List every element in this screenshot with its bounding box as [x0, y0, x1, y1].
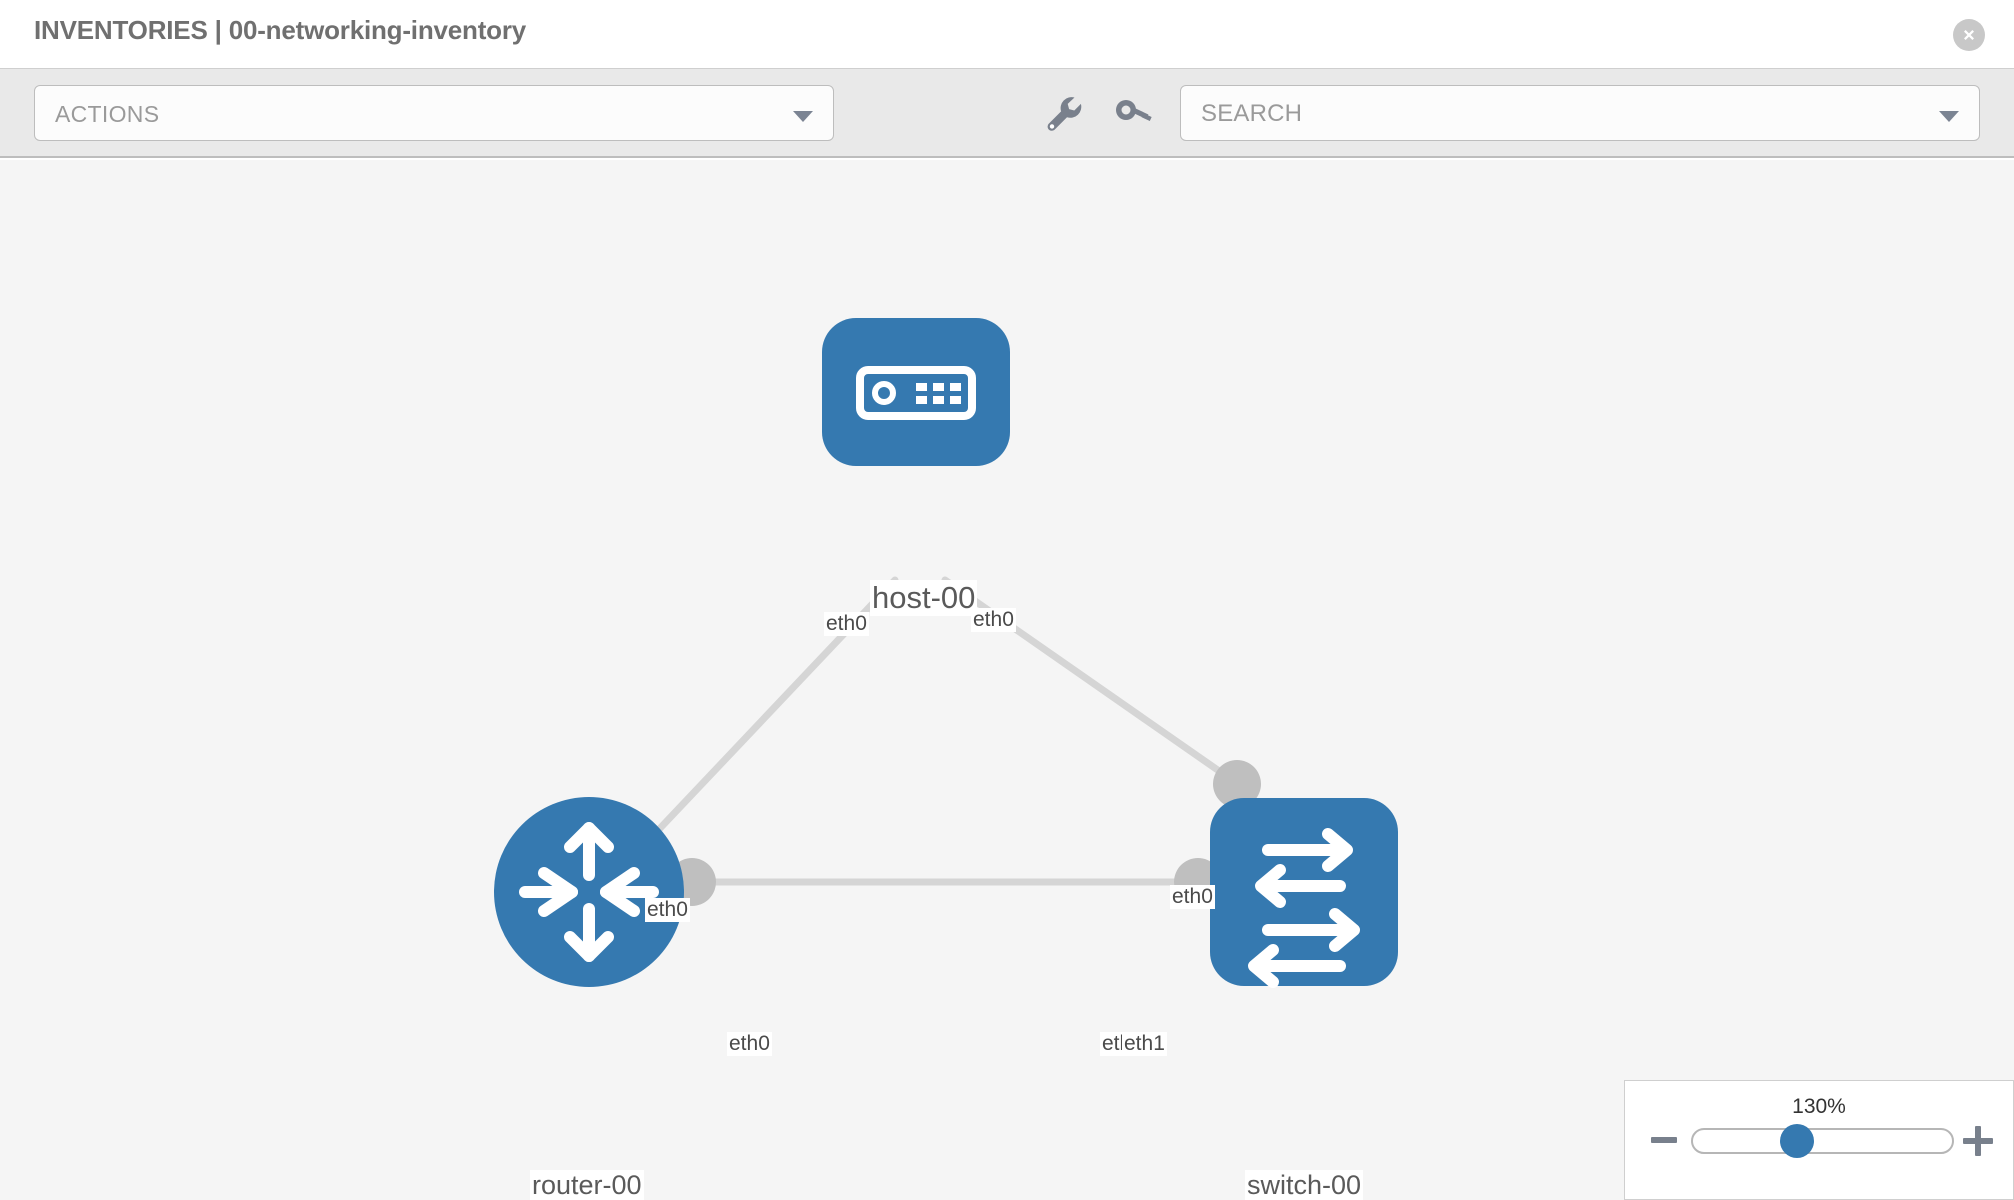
- page-header: INVENTORIES | 00-networking-inventory: [0, 0, 2014, 68]
- page-title: INVENTORIES | 00-networking-inventory: [34, 15, 527, 45]
- chevron-down-icon: [793, 111, 813, 122]
- switch-icon: [1248, 828, 1360, 988]
- search-input[interactable]: SEARCH: [1180, 85, 1980, 141]
- iface-label-router-north: eth0: [645, 898, 690, 922]
- toolbar: ACTIONS SEARCH: [0, 68, 2014, 158]
- zoom-slider-thumb[interactable]: [1780, 1124, 1814, 1158]
- node-host-00: [822, 318, 1010, 466]
- node-router-00: [494, 797, 684, 987]
- iface-label-switch-north: eth0: [1170, 885, 1215, 909]
- iface-label-switch-west-b: eth1: [1122, 1032, 1167, 1056]
- node-label-router-00: router-00: [530, 1170, 644, 1200]
- zoom-in-button[interactable]: [1963, 1126, 1993, 1156]
- iface-label-router-east: eth0: [727, 1032, 772, 1056]
- topology-canvas[interactable]: host-00 router-00 switch-00 eth0 eth0 et…: [0, 160, 2014, 1200]
- actions-dropdown-label: ACTIONS: [55, 101, 160, 127]
- topology-graph: [494, 318, 1398, 988]
- zoom-slider-track[interactable]: [1691, 1128, 1954, 1154]
- iface-label-host-east: eth0: [971, 608, 1016, 632]
- node-label-host-00: host-00: [870, 580, 978, 616]
- router-icon: [519, 822, 659, 962]
- close-button[interactable]: [1953, 19, 1985, 51]
- chevron-down-icon[interactable]: [1939, 111, 1959, 122]
- wrench-icon[interactable]: [1038, 89, 1086, 137]
- server-icon: [856, 366, 976, 420]
- actions-dropdown[interactable]: ACTIONS: [34, 85, 834, 141]
- node-label-switch-00: switch-00: [1245, 1170, 1364, 1200]
- zoom-control: 130%: [1624, 1080, 2014, 1200]
- zoom-percent-label: 130%: [1792, 1095, 1846, 1118]
- search-placeholder: SEARCH: [1201, 100, 1303, 127]
- zoom-out-button[interactable]: [1651, 1137, 1677, 1143]
- node-switch-00: [1210, 798, 1398, 988]
- key-icon[interactable]: [1108, 89, 1156, 137]
- port-switch-north: [1213, 760, 1261, 808]
- iface-label-host-west: eth0: [824, 612, 869, 636]
